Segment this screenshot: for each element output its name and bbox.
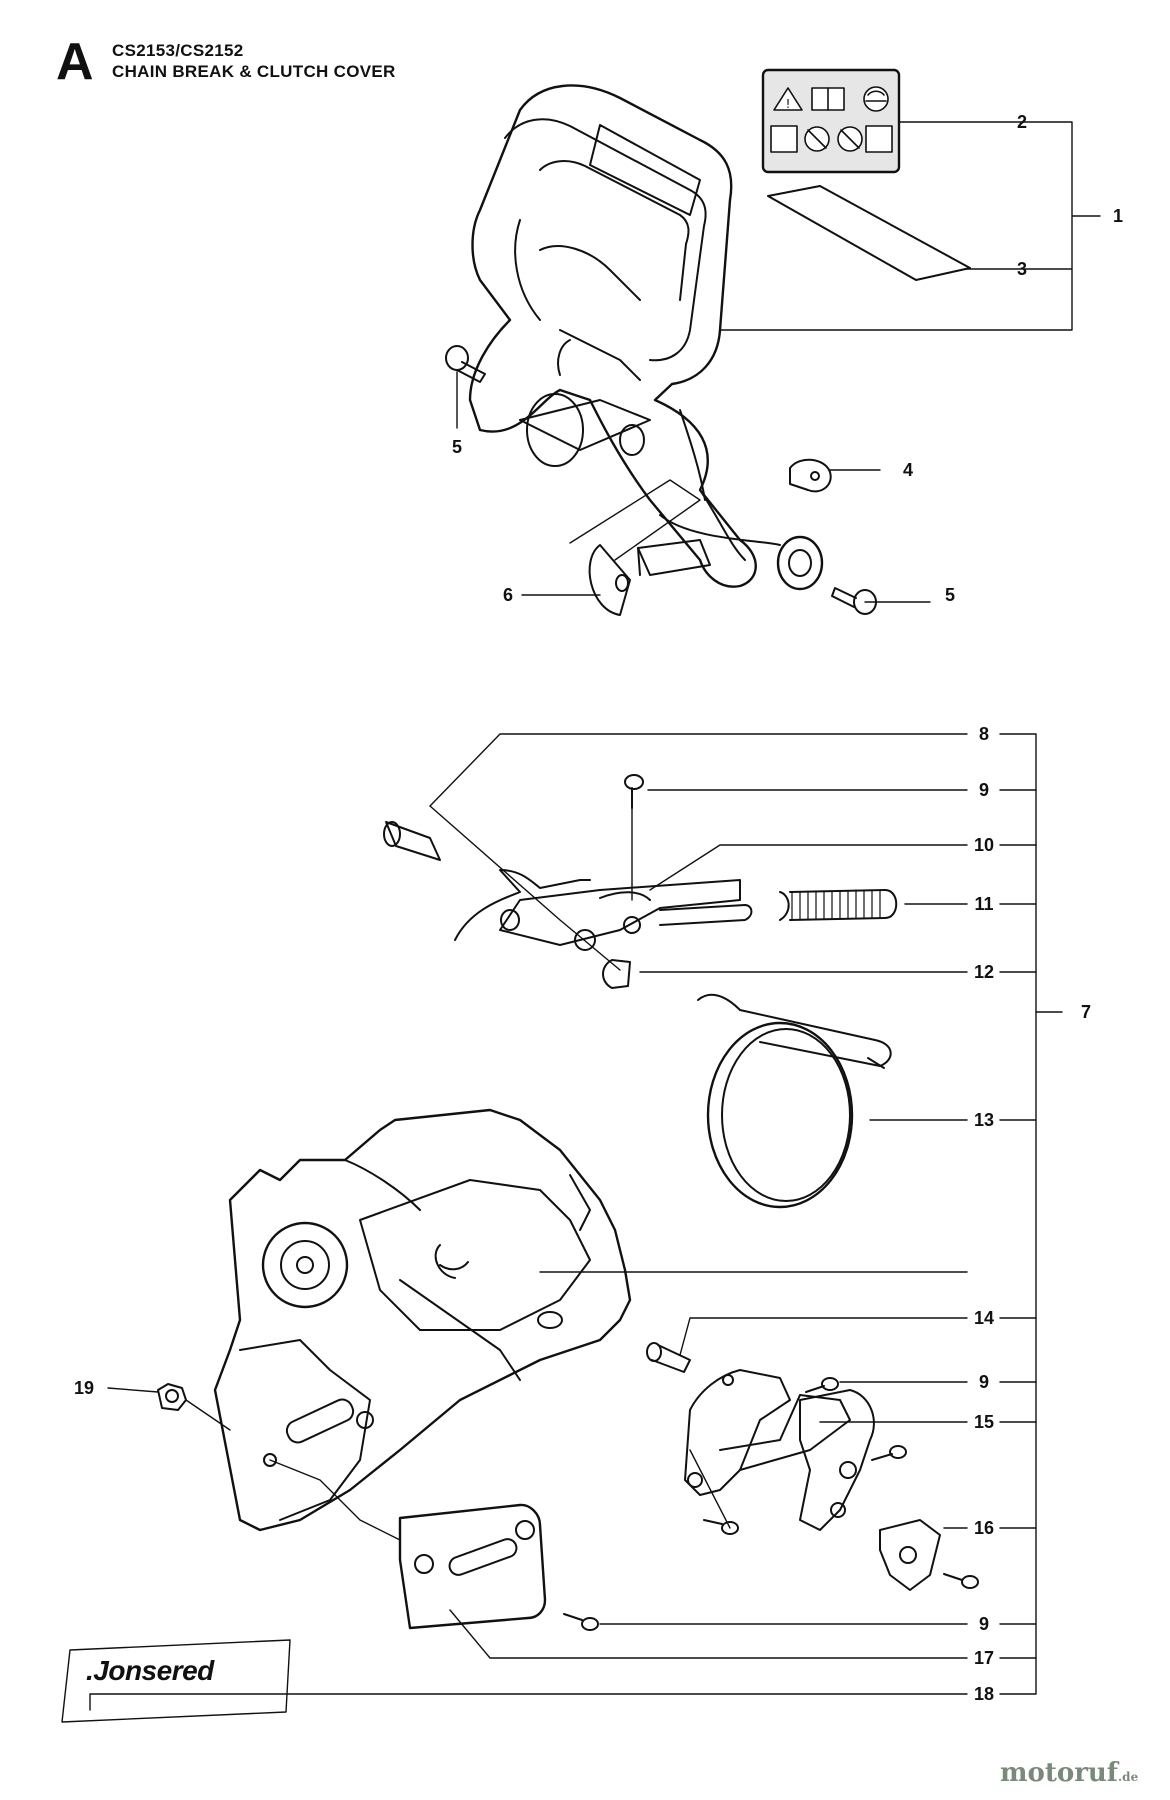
part-16-guard — [799, 1389, 875, 1531]
callout-19: 19 — [73, 1378, 95, 1398]
screw-right — [831, 587, 877, 615]
screw-left — [445, 345, 486, 383]
part-17-plate — [398, 1503, 547, 1630]
callout-7: 7 — [1080, 1002, 1092, 1022]
watermark-suffix: .de — [1118, 1770, 1139, 1784]
callout-15: 15 — [973, 1412, 995, 1432]
part-14-pin — [646, 1342, 691, 1373]
callout-9-top: 9 — [978, 780, 990, 800]
callout-14: 14 — [973, 1308, 995, 1328]
callout-9-bottom: 9 — [978, 1614, 990, 1634]
callout-16: 16 — [973, 1518, 995, 1538]
assembly-name: CHAIN BREAK & CLUTCH COVER — [112, 62, 396, 81]
watermark-text: motoruf — [1000, 1758, 1118, 1788]
instruction-sheet — [767, 185, 971, 281]
watermark: motoruf.de — [1000, 1758, 1138, 1788]
top-leader-lines — [456, 121, 1101, 603]
callout-4: 4 — [902, 460, 914, 480]
callout-13: 13 — [973, 1110, 995, 1130]
callout-3: 3 — [1016, 259, 1028, 279]
part-15-bracket — [684, 1369, 851, 1496]
part-12-clip — [602, 959, 631, 989]
callout-18: 18 — [973, 1684, 995, 1704]
model-number: CS2153/CS2152 — [112, 41, 244, 60]
part-19-nut — [157, 1383, 187, 1411]
screw-top — [624, 774, 644, 809]
callout-2: 2 — [1016, 112, 1028, 132]
part-11-spring — [779, 889, 898, 921]
part-4-clip — [789, 458, 832, 493]
callout-5-right: 5 — [944, 585, 956, 605]
callout-1: 1 — [1112, 206, 1124, 226]
callout-9-middle: 9 — [978, 1372, 990, 1392]
part-8-bushing — [383, 821, 441, 861]
callout-5-left: 5 — [451, 437, 463, 457]
warning-label-sticker: ! — [761, 68, 901, 174]
bottom-leader-lines — [89, 733, 1063, 1711]
callout-11: 11 — [974, 894, 994, 914]
chain-brake-handle — [468, 84, 824, 591]
brand-logo: .Jonsered — [86, 1655, 214, 1686]
diagram-title: CS2153/CS2152 CHAIN BREAK & CLUTCH COVER — [112, 40, 396, 82]
part-10-lever — [454, 869, 753, 951]
part-6-washer-block — [588, 539, 711, 616]
clutch-cover — [213, 1108, 632, 1532]
callout-17: 17 — [973, 1648, 995, 1668]
callout-8: 8 — [978, 724, 990, 744]
brand-box — [61, 1639, 291, 1723]
callout-10: 10 — [973, 835, 995, 855]
section-letter: A — [56, 33, 94, 91]
part-16-block — [879, 1519, 941, 1591]
svg-text:!: ! — [786, 97, 791, 111]
screws-bottom — [563, 1377, 979, 1631]
callout-12: 12 — [973, 962, 995, 982]
callout-6: 6 — [502, 585, 514, 605]
part-13-brake-band — [697, 993, 892, 1209]
